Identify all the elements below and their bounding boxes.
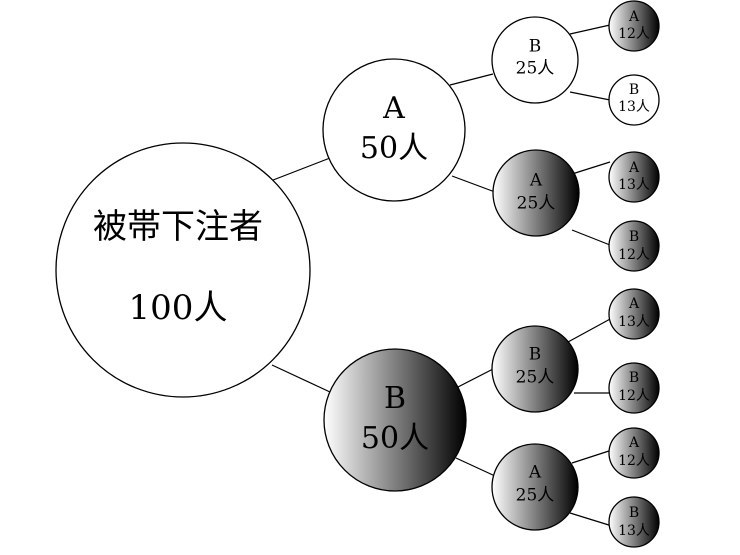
- node-ba-label-bottom: 25人: [516, 368, 555, 388]
- node-aab: B 13人: [608, 74, 660, 126]
- node-aa: B 25人: [491, 16, 579, 104]
- node-b-label-bottom: 50人: [361, 421, 429, 456]
- node-bbb-circle: [608, 496, 660, 548]
- edge-aa-aaa: [569, 24, 611, 35]
- node-bab-circle: [608, 362, 660, 414]
- node-root-label-top: 被帯下注者: [93, 207, 263, 247]
- node-aaa-label-bottom: 12人: [618, 26, 650, 42]
- node-abb-label-top: B: [629, 229, 639, 245]
- node-baa-circle: [608, 288, 660, 340]
- node-bab-label-top: B: [629, 370, 639, 386]
- edge-bb-bbb: [569, 512, 613, 527]
- edge-aa-aab: [569, 91, 611, 101]
- node-bba-circle: [608, 427, 660, 479]
- node-aab-label-bottom: 13人: [618, 99, 650, 115]
- node-aaa-label-top: A: [628, 9, 640, 25]
- node-abb: B 12人: [608, 220, 660, 272]
- node-bbb: B 13人: [608, 496, 660, 548]
- node-ba-label-top: B: [529, 345, 542, 365]
- node-aa-label-top: B: [529, 37, 542, 57]
- node-a-label-top: A: [382, 91, 405, 126]
- node-aaa: A 12人: [608, 0, 660, 52]
- node-bba-label-bottom: 12人: [618, 453, 650, 469]
- edges: [267, 24, 613, 527]
- edge-root-b: [271, 364, 331, 393]
- node-aba-label-top: A: [628, 160, 640, 176]
- edge-root-a: [267, 157, 331, 183]
- node-bbb-label-top: B: [629, 505, 639, 521]
- node-bb-label-top: A: [528, 463, 542, 483]
- edge-ba-baa: [567, 317, 613, 343]
- node-aba-circle: [608, 151, 660, 203]
- node-b-circle: [323, 348, 467, 492]
- node-aa-circle: [491, 16, 579, 104]
- node-aa-label-bottom: 25人: [516, 59, 555, 79]
- edge-ab-aba: [571, 161, 611, 175]
- edge-a-aa: [449, 73, 494, 86]
- edge-bb-bba: [571, 449, 613, 464]
- node-abb-circle: [608, 220, 660, 272]
- node-aab-circle: [608, 74, 660, 126]
- node-baa-label-bottom: 13人: [618, 314, 650, 330]
- node-bba-label-top: A: [628, 435, 640, 451]
- node-bb-label-bottom: 25人: [516, 486, 555, 506]
- node-root: 被帯下注者 100人: [55, 142, 311, 398]
- node-ab: A 25人: [492, 149, 580, 237]
- node-bb-circle: [491, 443, 579, 531]
- node-b: B 50人: [323, 348, 467, 492]
- node-b-label-top: B: [384, 381, 406, 416]
- node-bab: B 12人: [608, 362, 660, 414]
- edge-ab-abb: [571, 229, 611, 246]
- node-root-circle: [55, 142, 311, 398]
- edge-a-ab: [451, 175, 496, 193]
- node-aba-label-bottom: 13人: [618, 177, 650, 193]
- node-ab-circle: [492, 149, 580, 237]
- node-ba: B 25人: [491, 325, 579, 413]
- node-bbb-label-bottom: 13人: [618, 523, 650, 539]
- node-abb-label-bottom: 12人: [618, 247, 650, 263]
- node-a-label-bottom: 50人: [360, 131, 428, 166]
- edge-b-ba: [455, 367, 496, 389]
- node-aaa-circle: [608, 0, 660, 52]
- node-baa: A 13人: [608, 288, 660, 340]
- node-baa-label-top: A: [628, 296, 640, 312]
- edge-b-bb: [455, 457, 496, 477]
- node-ab-label-top: A: [529, 171, 543, 191]
- node-bba: A 12人: [608, 427, 660, 479]
- node-a-circle: [322, 58, 466, 202]
- node-bb: A 25人: [491, 443, 579, 531]
- node-aab-label-top: B: [629, 82, 639, 98]
- node-ba-circle: [491, 325, 579, 413]
- node-bab-label-bottom: 12人: [618, 388, 650, 404]
- node-root-label-bottom: 100人: [129, 288, 228, 328]
- node-a: A 50人: [322, 58, 466, 202]
- node-ab-label-bottom: 25人: [517, 194, 556, 214]
- node-aba: A 13人: [608, 151, 660, 203]
